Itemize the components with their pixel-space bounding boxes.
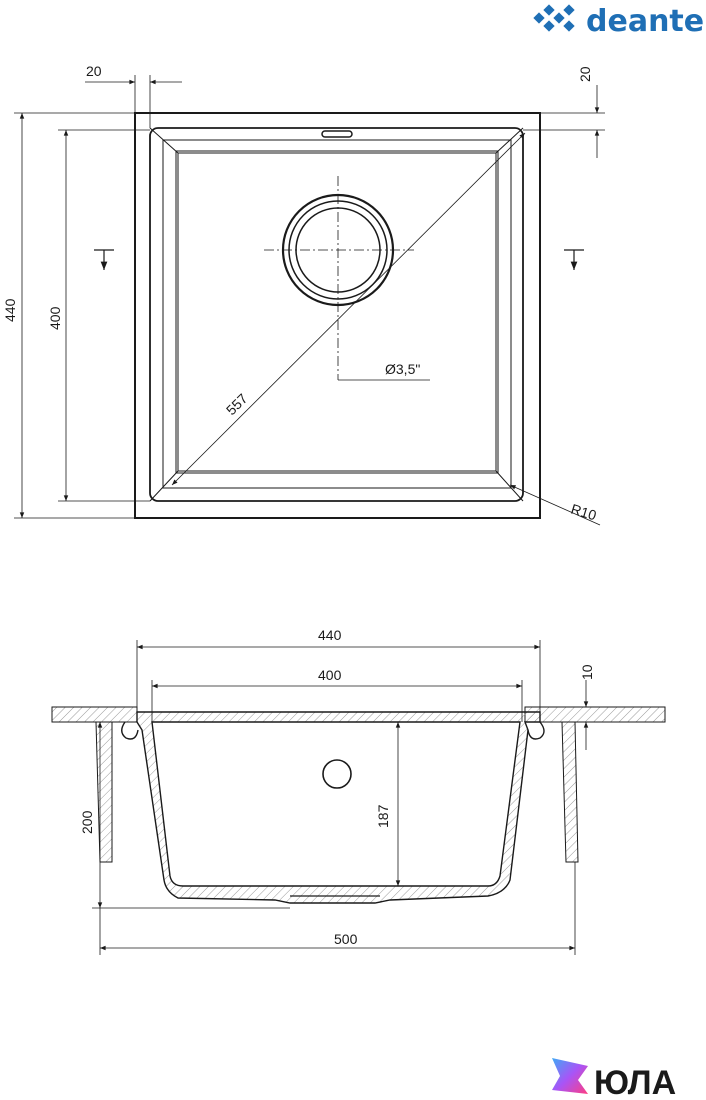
diamond-cluster-icon xyxy=(533,4,575,32)
diagonal-dimension xyxy=(171,132,526,486)
watermark-text: ЮЛА xyxy=(594,1064,676,1100)
bowl-bottom-edge xyxy=(175,150,499,474)
label-cabinet-depth: 200 xyxy=(79,810,95,834)
overflow-slot xyxy=(321,130,353,138)
countertop-left xyxy=(51,706,138,723)
brand-name: deante xyxy=(586,4,704,39)
label-diagonal: 557 xyxy=(223,390,251,418)
watermark-logo: ЮЛА xyxy=(552,1058,676,1100)
top-view xyxy=(14,75,605,526)
sink-outer-rim xyxy=(134,112,541,519)
label-outer-width: 440 xyxy=(318,627,342,643)
label-counter-thickness: 10 xyxy=(579,664,595,680)
brand-logo: deante xyxy=(533,4,704,39)
bowl-interior xyxy=(151,721,521,887)
overflow-hole xyxy=(322,759,352,789)
bowl-top-edge xyxy=(149,127,524,502)
label-inner-width: 400 xyxy=(318,667,342,683)
label-drain: Ø3,5" xyxy=(385,361,420,377)
gradient-star-icon xyxy=(552,1058,588,1094)
mount-clip-right xyxy=(527,721,545,740)
label-inner-height: 400 xyxy=(47,306,63,330)
label-cabinet-width: 500 xyxy=(334,931,358,947)
side-view xyxy=(51,640,666,955)
label-rim-top: 20 xyxy=(577,66,593,82)
label-outer-height: 440 xyxy=(2,298,18,322)
label-rim-left: 20 xyxy=(86,63,102,79)
bowl-mid-edge xyxy=(162,139,512,489)
label-bowl-depth: 187 xyxy=(375,804,391,828)
mount-clip-left xyxy=(121,721,139,740)
countertop-right xyxy=(524,706,666,723)
cabinet-wall-right xyxy=(561,721,579,863)
label-corner-radius: R10 xyxy=(569,501,598,524)
cabinet-wall-left xyxy=(95,721,113,863)
